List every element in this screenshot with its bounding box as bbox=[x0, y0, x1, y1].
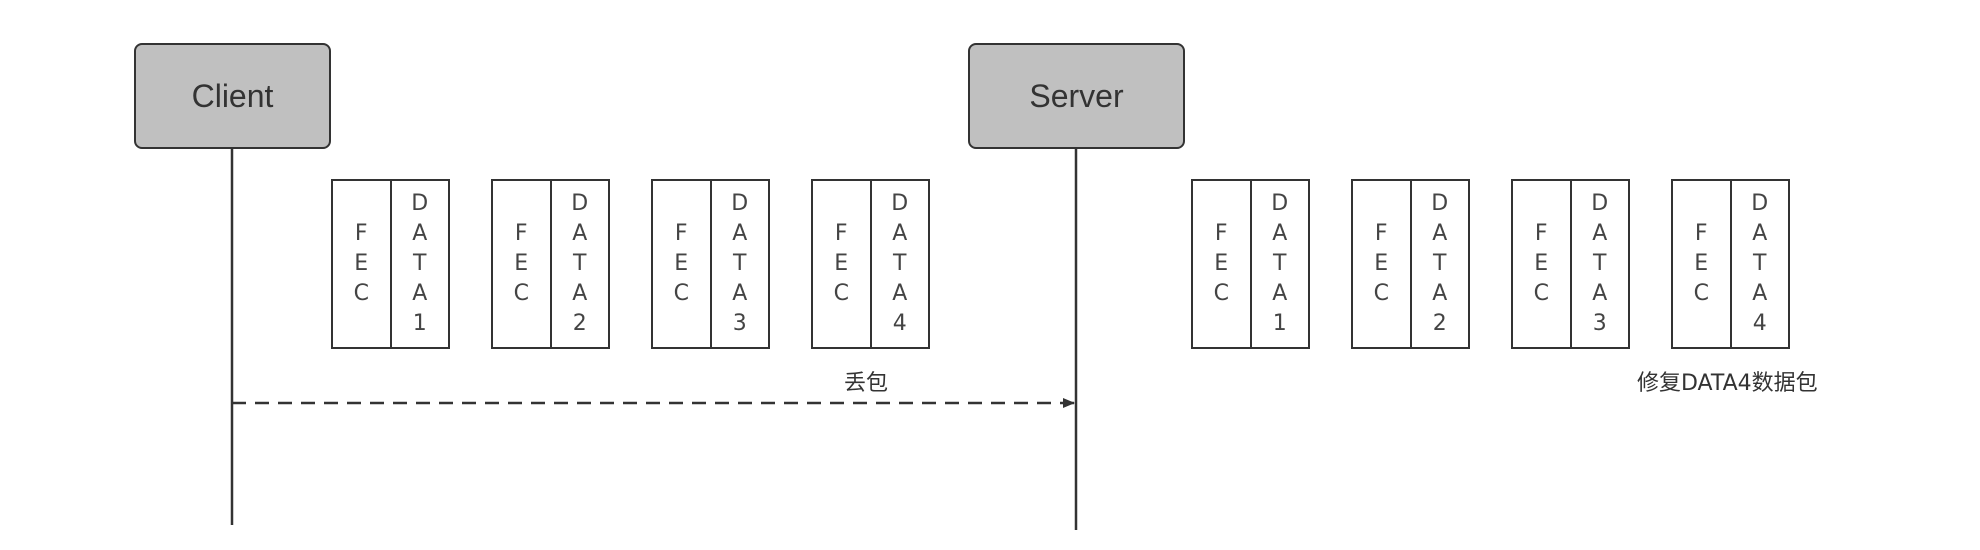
data-char: A bbox=[1592, 281, 1608, 306]
data-char: T bbox=[733, 251, 747, 276]
server-actor: Server bbox=[968, 43, 1185, 149]
data-char: A bbox=[1272, 221, 1288, 246]
data-char: T bbox=[1753, 251, 1767, 276]
fec-char: F bbox=[1374, 221, 1388, 246]
data-char: D bbox=[731, 191, 749, 216]
fec-char: E bbox=[834, 251, 849, 276]
fec-char: C bbox=[1213, 281, 1229, 306]
fec-char: E bbox=[354, 251, 369, 276]
fec-char: E bbox=[514, 251, 529, 276]
data-char: A bbox=[732, 221, 748, 246]
data-char: D bbox=[1751, 191, 1769, 216]
data-char: D bbox=[1271, 191, 1289, 216]
fec-char: C bbox=[1373, 281, 1389, 306]
data-char: T bbox=[573, 251, 587, 276]
data-char: A bbox=[892, 281, 908, 306]
client-label: Client bbox=[191, 77, 274, 114]
recover-label: 修复DATA4数据包 bbox=[1637, 371, 1818, 396]
data-char: 2 bbox=[1432, 311, 1447, 336]
data-char: A bbox=[1272, 281, 1288, 306]
fec-char: F bbox=[674, 221, 688, 246]
data-char: A bbox=[1752, 221, 1768, 246]
data-char: T bbox=[1593, 251, 1607, 276]
data-char: 1 bbox=[412, 311, 427, 336]
fec-char: F bbox=[834, 221, 848, 246]
data-char: T bbox=[1273, 251, 1287, 276]
data-char: A bbox=[732, 281, 748, 306]
data-char: T bbox=[1433, 251, 1447, 276]
fec-char: F bbox=[514, 221, 528, 246]
data-char: A bbox=[1592, 221, 1608, 246]
server-label: Server bbox=[1029, 77, 1124, 114]
fec-char: F bbox=[1534, 221, 1548, 246]
fec-char: F bbox=[1214, 221, 1228, 246]
fec-char: C bbox=[513, 281, 529, 306]
packet-loss-label: 丢包 bbox=[844, 371, 889, 396]
data-char: T bbox=[893, 251, 907, 276]
fec-char: F bbox=[354, 221, 368, 246]
data-char: D bbox=[891, 191, 909, 216]
data-char: D bbox=[411, 191, 429, 216]
fec-char: E bbox=[674, 251, 689, 276]
client-actor: Client bbox=[134, 43, 331, 149]
data-char: 4 bbox=[892, 311, 907, 336]
data-char: A bbox=[412, 281, 428, 306]
data-char: A bbox=[1432, 281, 1448, 306]
data-char: 3 bbox=[732, 311, 747, 336]
data-char: 4 bbox=[1752, 311, 1767, 336]
fec-char: E bbox=[1694, 251, 1709, 276]
data-char: A bbox=[892, 221, 908, 246]
fec-char: C bbox=[353, 281, 369, 306]
data-char: A bbox=[1752, 281, 1768, 306]
data-char: A bbox=[412, 221, 428, 246]
data-char: D bbox=[571, 191, 589, 216]
fec-char: C bbox=[673, 281, 689, 306]
data-char: A bbox=[1432, 221, 1448, 246]
data-char: D bbox=[1431, 191, 1449, 216]
fec-char: F bbox=[1694, 221, 1708, 246]
data-char: 3 bbox=[1592, 311, 1607, 336]
fec-char: C bbox=[833, 281, 849, 306]
fec-char: C bbox=[1693, 281, 1709, 306]
data-char: 2 bbox=[572, 311, 587, 336]
fec-char: E bbox=[1214, 251, 1229, 276]
fec-char: E bbox=[1374, 251, 1389, 276]
data-char: T bbox=[413, 251, 427, 276]
data-char: D bbox=[1591, 191, 1609, 216]
data-char: A bbox=[572, 281, 588, 306]
fec-char: E bbox=[1534, 251, 1549, 276]
fec-char: C bbox=[1533, 281, 1549, 306]
data-char: A bbox=[572, 221, 588, 246]
data-char: 1 bbox=[1272, 311, 1287, 336]
